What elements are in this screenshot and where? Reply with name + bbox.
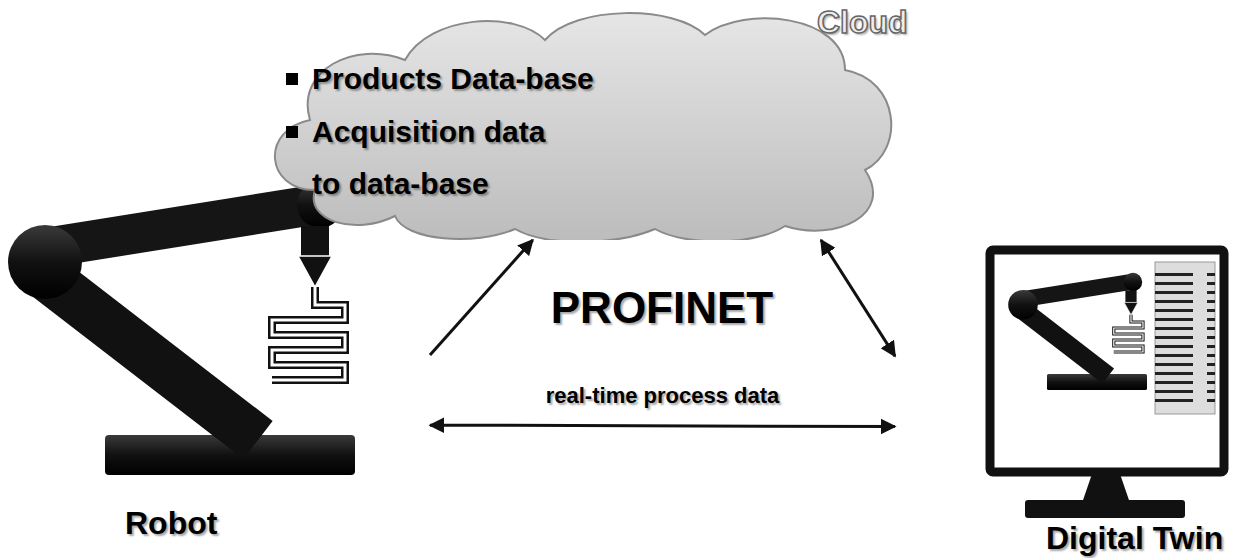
bullet-square xyxy=(286,73,298,85)
text-holder: Robot xyxy=(125,505,217,541)
edge-label: real-time process data xyxy=(546,382,780,410)
cloud-node: CloudProducts Data-baseAcquisition data … xyxy=(255,0,912,240)
digital-twin-node: Digital Twin xyxy=(895,245,1231,558)
connector-arrow xyxy=(430,240,533,355)
text-holder: real-time process data xyxy=(546,382,780,410)
monitor-robot-model xyxy=(1008,273,1147,390)
monitor-neck xyxy=(1082,474,1130,503)
robot-node: Robot xyxy=(5,165,430,555)
bullet-text: Acquisition data to data-base xyxy=(312,106,562,210)
monitor-frame xyxy=(990,250,1224,472)
text-holder: PROFINET xyxy=(551,283,773,333)
robot-label: Robot xyxy=(125,505,217,541)
protocol-label: PROFINET xyxy=(551,283,773,333)
monitor-base xyxy=(1025,500,1185,518)
monitor-data-lines xyxy=(1155,270,1215,408)
monitor-data-panel xyxy=(1155,262,1215,414)
cloud-title: Cloud xyxy=(817,2,908,42)
cloud-outline xyxy=(275,13,891,240)
connector-arrow xyxy=(430,425,895,426)
bullet-text: Products Data-base xyxy=(312,55,594,103)
text-holder: Cloud xyxy=(817,2,908,42)
text-holder: Digital Twin xyxy=(1046,520,1223,556)
digital-twin-label: Digital Twin xyxy=(1046,520,1223,556)
text-holder: Products Data-base xyxy=(312,55,594,103)
connector-arrow xyxy=(821,240,895,356)
robot-illustration xyxy=(8,182,355,475)
bullet-square xyxy=(286,126,298,138)
text-holder: Acquisition data to data-base xyxy=(312,106,562,210)
